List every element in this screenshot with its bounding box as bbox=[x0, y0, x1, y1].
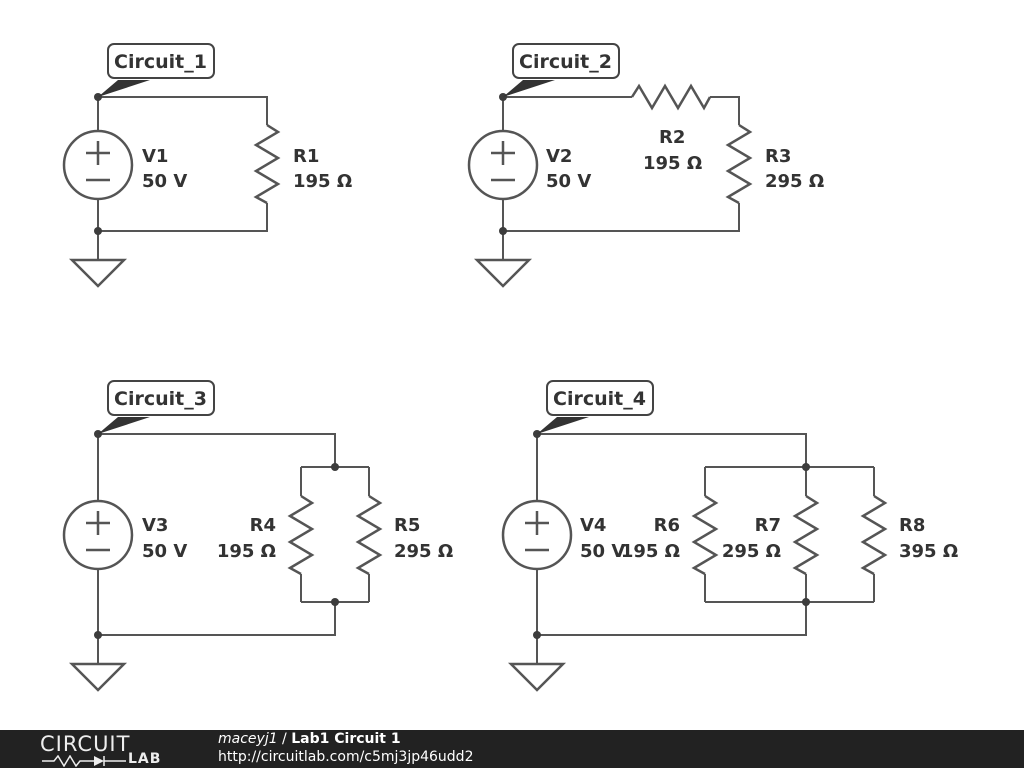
logo-top-text: CIRCUIT bbox=[40, 732, 131, 756]
net-tag-circuit-4[interactable]: Circuit_4 bbox=[537, 380, 654, 434]
r5-name-label: R5 bbox=[394, 515, 420, 536]
v3-name-label: V3 bbox=[142, 515, 168, 536]
ground-3-symbol bbox=[70, 662, 126, 692]
ground-2-symbol bbox=[475, 258, 531, 288]
r4-name-label: R4 bbox=[250, 515, 276, 536]
r1-value-label: 195 Ω bbox=[293, 171, 352, 192]
ground-4-symbol bbox=[509, 662, 565, 692]
r4-value-label: 195 Ω bbox=[217, 541, 276, 562]
r8-name-label: R8 bbox=[899, 515, 925, 536]
resistor-diode-icon bbox=[42, 755, 126, 767]
net-tag-circuit-3[interactable]: Circuit_3 bbox=[98, 380, 215, 434]
node-dot bbox=[331, 463, 339, 471]
net-tag-circuit-2[interactable]: Circuit_2 bbox=[503, 43, 620, 97]
voltage-source-v1-symbol[interactable] bbox=[62, 129, 134, 201]
node-dot bbox=[802, 463, 810, 471]
resistor-r5-symbol[interactable] bbox=[355, 494, 383, 576]
v2-name-label: V2 bbox=[546, 146, 572, 167]
voltage-source-v2-symbol[interactable] bbox=[467, 129, 539, 201]
v1-value-label: 50 V bbox=[142, 171, 187, 192]
r2-value-label: 195 Ω bbox=[643, 153, 702, 174]
resistor-r6-symbol[interactable] bbox=[691, 494, 719, 576]
net-tag-label: Circuit_4 bbox=[553, 388, 646, 410]
schematic-canvas: Circuit_1 V1 50 V R1 195 Ω Circuit_2 V2 … bbox=[62, 43, 958, 692]
r3-name-label: R3 bbox=[765, 146, 791, 167]
ground-1-symbol bbox=[70, 258, 126, 288]
r3-value-label: 295 Ω bbox=[765, 171, 824, 192]
circuit-4: Circuit_4 V4 50 V R6 195 Ω R7 295 Ω R8 3… bbox=[501, 380, 958, 692]
r1-name-label: R1 bbox=[293, 146, 319, 167]
resistor-r8-symbol[interactable] bbox=[860, 494, 888, 576]
node-dot bbox=[533, 631, 541, 639]
v1-name-label: V1 bbox=[142, 146, 168, 167]
net-tag-label: Circuit_3 bbox=[114, 388, 207, 410]
circuit-2: Circuit_2 V2 50 V R2 195 Ω R3 295 Ω bbox=[467, 43, 824, 288]
r6-value-label: 195 Ω bbox=[621, 541, 680, 562]
resistor-r3-symbol[interactable] bbox=[725, 123, 753, 205]
footer-bar: CIRCUIT LAB maceyj1 / Lab1 Circuit 1 htt… bbox=[0, 730, 1024, 768]
r7-name-label: R7 bbox=[755, 515, 781, 536]
resistor-r2-symbol[interactable] bbox=[630, 83, 712, 111]
voltage-source-v4-symbol[interactable] bbox=[501, 499, 573, 571]
resistor-r4-symbol[interactable] bbox=[287, 494, 315, 576]
circuit-url[interactable]: http://circuitlab.com/c5mj3jp46udd2 bbox=[218, 749, 474, 765]
voltage-source-v3-symbol[interactable] bbox=[62, 499, 134, 571]
net-tag-label: Circuit_2 bbox=[519, 51, 612, 73]
r7-value-label: 295 Ω bbox=[722, 541, 781, 562]
r6-name-label: R6 bbox=[654, 515, 680, 536]
node-dot bbox=[94, 227, 102, 235]
net-tag-circuit-1[interactable]: Circuit_1 bbox=[98, 43, 215, 97]
circuit-meta: maceyj1 / Lab1 Circuit 1 bbox=[218, 731, 401, 747]
resistor-r1-symbol[interactable] bbox=[253, 123, 281, 205]
author-link[interactable]: maceyj1 bbox=[218, 731, 278, 747]
node-dot bbox=[94, 631, 102, 639]
v2-value-label: 50 V bbox=[546, 171, 591, 192]
v3-value-label: 50 V bbox=[142, 541, 187, 562]
node-dot bbox=[802, 598, 810, 606]
logo-bottom-text: LAB bbox=[128, 751, 162, 767]
circuit-1: Circuit_1 V1 50 V R1 195 Ω bbox=[62, 43, 352, 288]
net-tag-label: Circuit_1 bbox=[114, 51, 207, 73]
r5-value-label: 295 Ω bbox=[394, 541, 453, 562]
circuit-3: Circuit_3 V3 50 V R4 195 Ω R5 295 Ω bbox=[62, 380, 453, 692]
circuitlab-logo[interactable]: CIRCUIT LAB bbox=[40, 732, 180, 768]
v4-name-label: V4 bbox=[580, 515, 606, 536]
node-dot bbox=[499, 227, 507, 235]
resistor-r7-symbol[interactable] bbox=[792, 494, 820, 576]
node-dot bbox=[331, 598, 339, 606]
v4-value-label: 50 V bbox=[580, 541, 625, 562]
r2-name-label: R2 bbox=[659, 127, 685, 148]
meta-separator: / bbox=[277, 731, 292, 747]
circuit-title[interactable]: Lab1 Circuit 1 bbox=[291, 731, 401, 747]
r8-value-label: 395 Ω bbox=[899, 541, 958, 562]
